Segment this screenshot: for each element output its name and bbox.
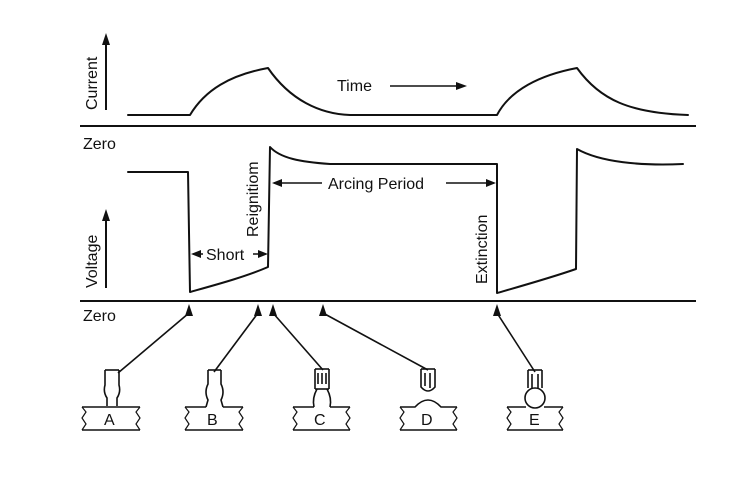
short-label: Short [206,247,245,264]
pointer-d [322,312,429,371]
arcing-period-label: Arcing Period [328,176,424,193]
stage-c: C [292,368,351,431]
time-arrowhead [456,82,467,90]
stage-d-pool [400,399,457,408]
stage-d: D [399,368,458,431]
stage-e-droplet [524,387,546,409]
pointer-b [213,312,259,373]
stage-b-electrode [205,370,224,408]
zero-label-bottom: Zero [83,308,116,325]
stage-a-label: A [104,412,115,429]
stage-b-label: B [207,412,218,429]
reignition-label: Reignitiom [245,161,262,237]
pointer-e [496,312,536,373]
current-axis-arrowhead [102,33,110,45]
stage-d-electrode [420,369,436,392]
current-waveform [127,67,689,116]
voltage-panel: Voltage Short Reignitiom Arcing Period E… [84,146,684,294]
pointer-a [117,312,190,374]
stage-a: A [81,369,141,431]
extinction-label: Extinction [474,215,491,284]
voltage-axis-arrowhead [102,209,110,221]
voltage-waveform [127,146,684,294]
pointer-arrows [117,304,536,374]
time-label: Time [337,78,372,95]
stage-e-label: E [529,412,540,429]
voltage-axis-label: Voltage [84,235,101,288]
zero-label-top: Zero [83,136,116,153]
current-panel: Current Time [84,33,689,116]
stage-c-electrode [314,369,330,389]
pointer-c [272,312,324,371]
stage-a-electrode [103,370,121,406]
stage-d-label: D [421,412,433,429]
stage-e: E [506,369,564,431]
current-axis-label: Current [84,56,101,110]
stage-c-label: C [314,412,326,429]
stage-b: B [184,369,244,431]
stage-e-electrode [527,370,543,388]
